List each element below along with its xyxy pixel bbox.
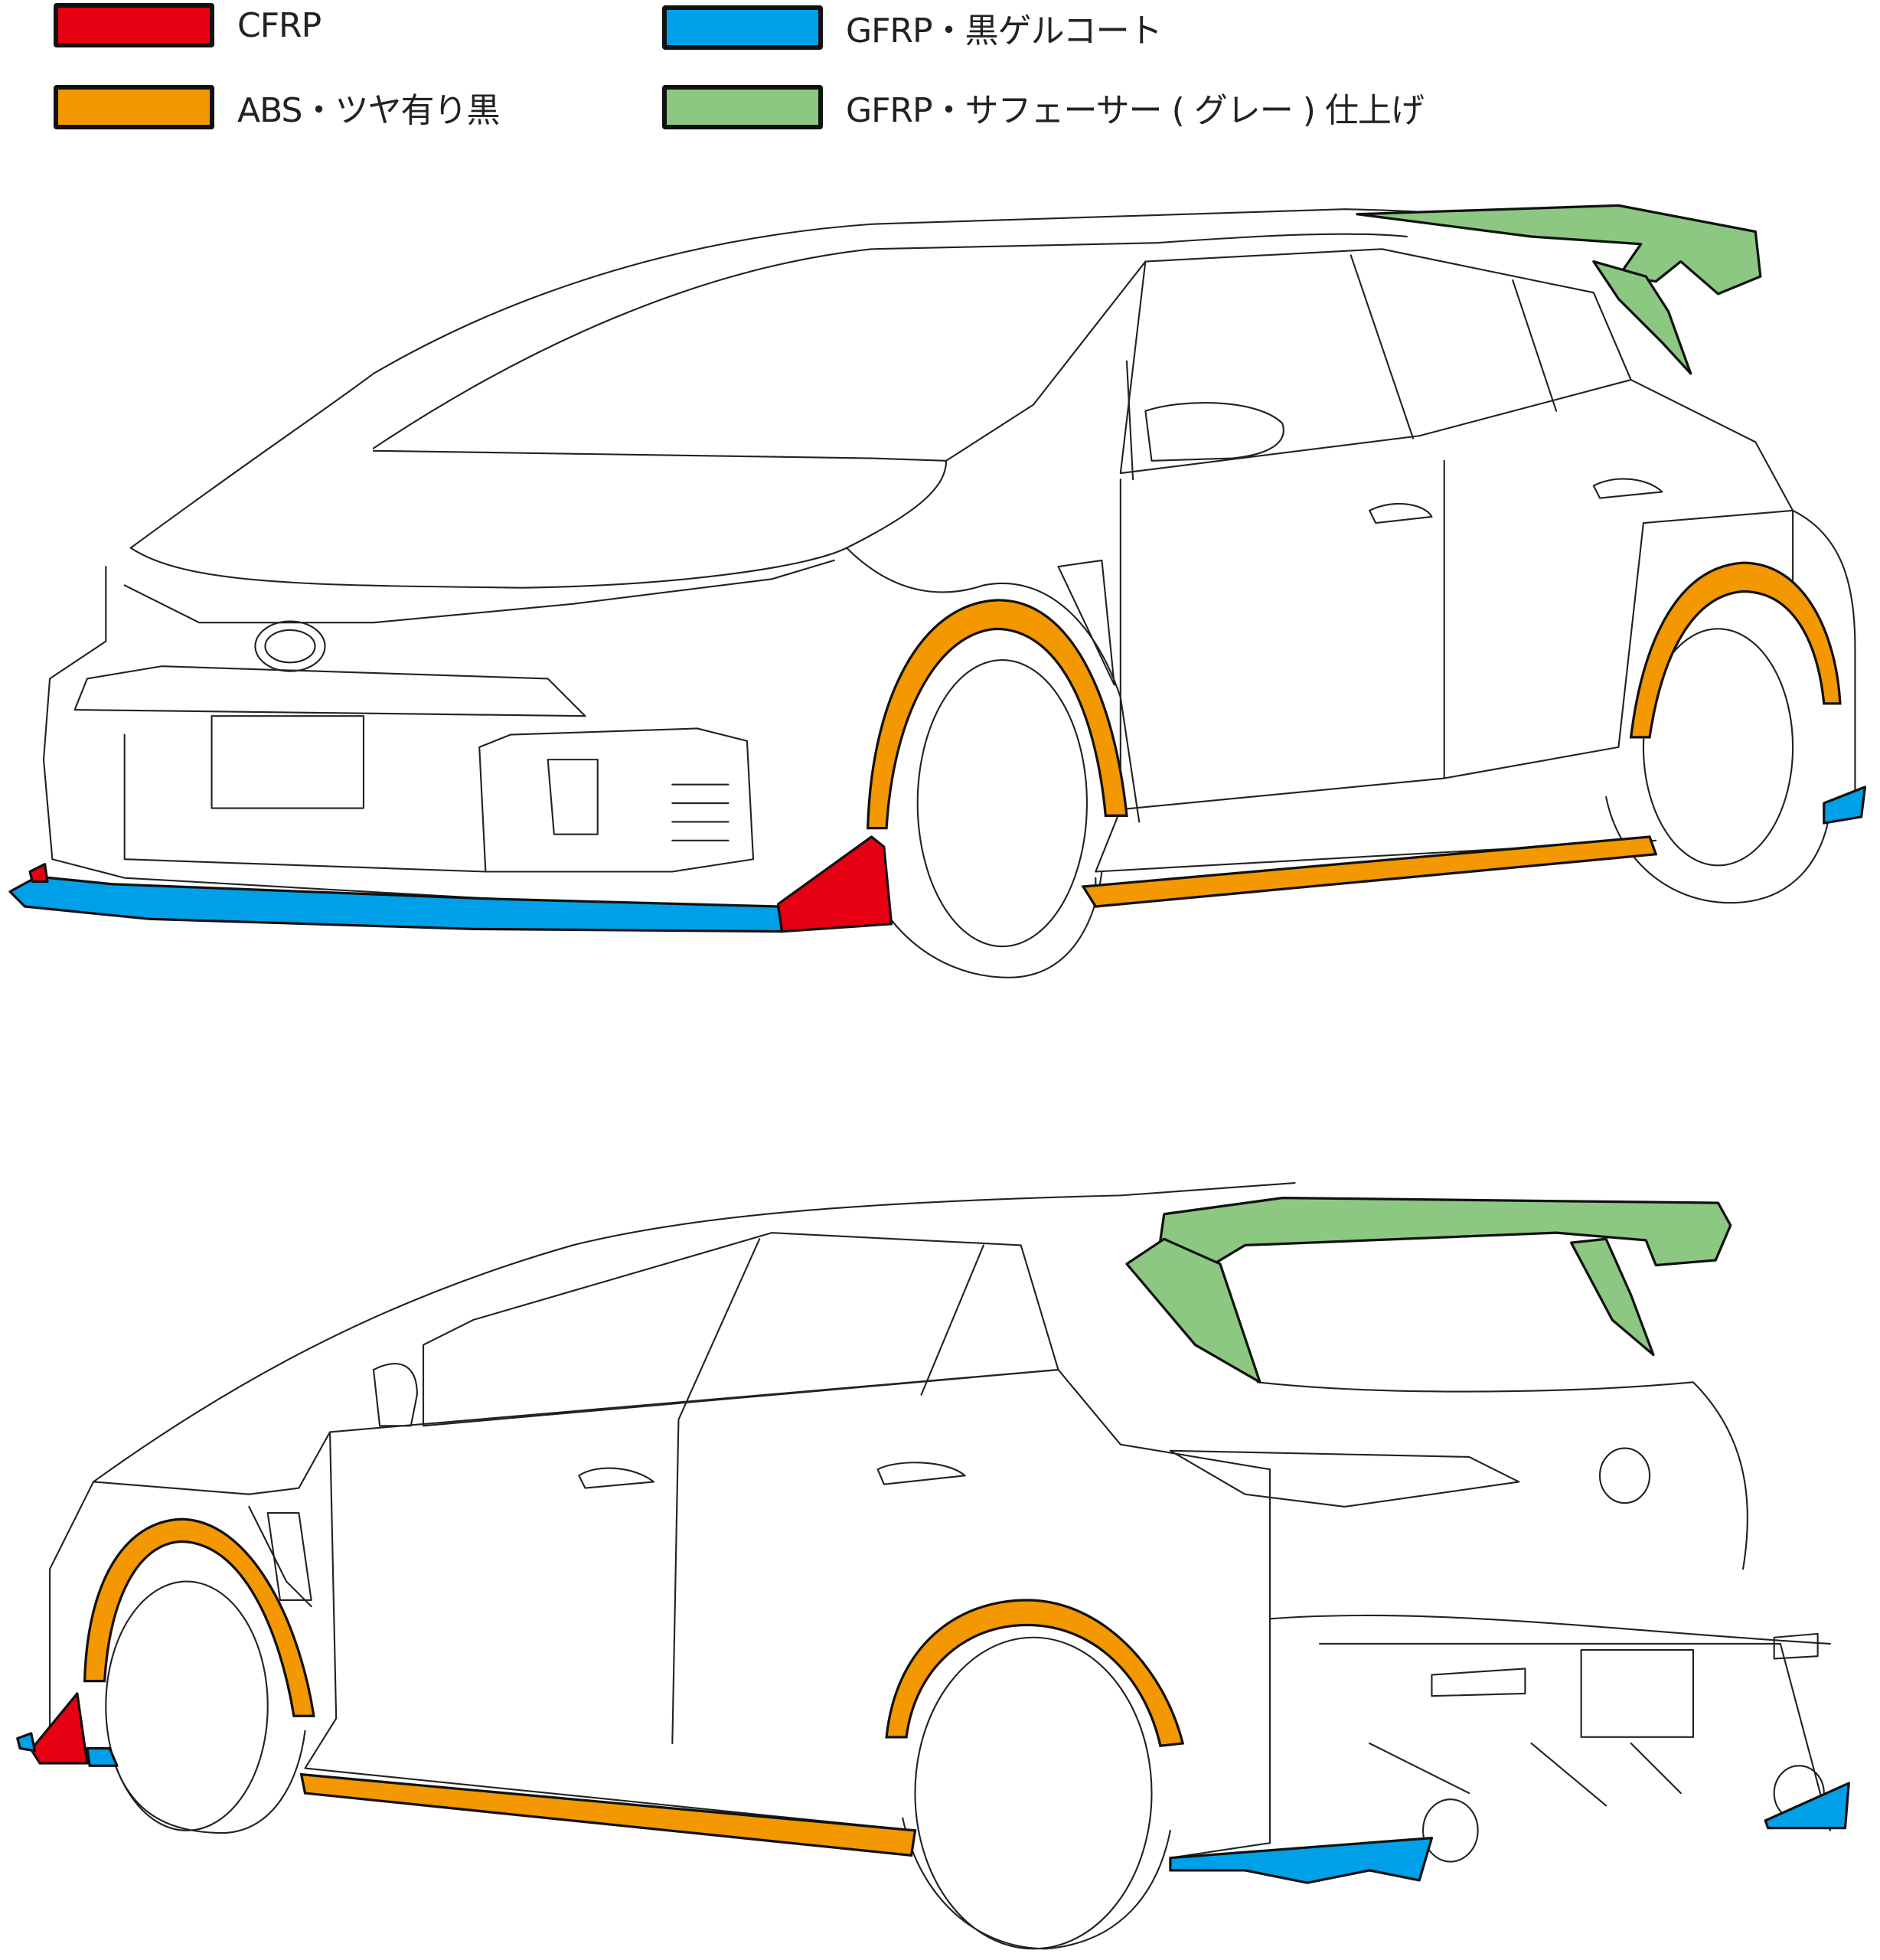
legend-item-abs-gloss-black: ABS・ツヤ有り黒	[54, 83, 500, 132]
front-view-car	[8, 204, 1867, 978]
legend-label: GFRP・サフェーサー ( グレー ) 仕上げ	[846, 91, 1425, 130]
front-canard-right-cfrp	[776, 835, 893, 933]
front-lip-end-left-gfrp	[16, 1732, 37, 1753]
front-tire	[111, 1730, 306, 1834]
front-wheel	[916, 658, 1088, 948]
front-lip-spoiler-gfrp	[8, 875, 784, 933]
rear-wheel	[914, 1636, 1153, 1950]
rear-wing-stay-left-gfrp-surfacer	[1125, 1237, 1261, 1383]
rear-wing-stay-gfrp-surfacer	[1592, 260, 1692, 375]
rear-wing-gfrp-surfacer	[1156, 1196, 1732, 1267]
rear-wing-stay-right-gfrp-surfacer	[1569, 1237, 1655, 1357]
front-wheel	[105, 1580, 269, 1831]
rear-spat-right-gfrp	[1764, 1782, 1850, 1830]
car-body-outline	[42, 208, 1856, 900]
rear-view-car	[16, 1182, 1850, 1950]
rear-diffuser-side-gfrp	[1169, 1836, 1434, 1884]
legend-item-gfrp-surfacer-grey: GFRP・サフェーサー ( グレー ) 仕上げ	[662, 83, 1425, 132]
front-tire	[858, 845, 1103, 978]
side-skirt-abs	[299, 1772, 917, 1857]
rear-fender-flare-abs	[1629, 561, 1842, 739]
legend-label: CFRP	[237, 5, 321, 45]
car-body-outline	[49, 1182, 1831, 1863]
rear-tire	[902, 1817, 1171, 1950]
rear-wheel	[1642, 628, 1794, 867]
front-fender-flare-abs	[83, 1517, 315, 1717]
legend-item-gfrp-black-gelcoat: GFRP・黒ゲルコート	[662, 3, 1163, 52]
front-fender-flare-abs	[866, 599, 1128, 830]
front-canard-cfrp	[30, 1692, 89, 1765]
rear-spat-gfrp	[1823, 786, 1867, 825]
legend-swatch-gfrp-surfacer	[662, 85, 823, 129]
side-skirt-front-abs	[1081, 835, 1658, 908]
legend-swatch-gfrp-black	[662, 5, 823, 50]
rear-wing-gfrp-surfacer	[1356, 204, 1762, 296]
front-lip-end-right-gfrp	[86, 1746, 119, 1767]
legend-item-cfrp: CFRP	[54, 3, 321, 47]
front-canard-left-cfrp	[28, 863, 49, 884]
legend-label: ABS・ツヤ有り黒	[237, 91, 500, 130]
legend-label: GFRP・黒ゲルコート	[846, 11, 1163, 51]
legend-swatch-abs	[54, 85, 214, 129]
rear-fender-flare-abs	[885, 1599, 1185, 1748]
legend-swatch-cfrp	[54, 3, 214, 47]
